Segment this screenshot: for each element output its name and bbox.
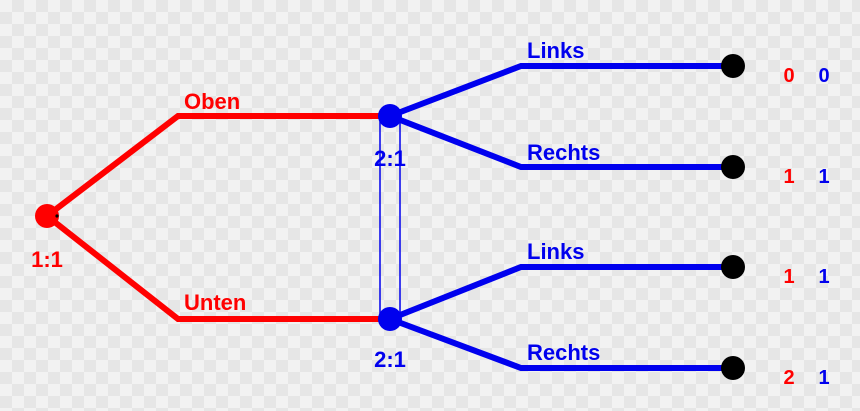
payoff-2-player1: 1 <box>783 166 794 188</box>
payoff-1-player2: 0 <box>818 65 829 87</box>
terminal-node-1 <box>721 54 745 78</box>
root-node <box>35 204 59 228</box>
terminal-node-4 <box>721 356 745 380</box>
edge-upper-links <box>388 63 733 119</box>
move-label-upper-rechts: Rechts <box>527 140 600 165</box>
root-node-center <box>55 214 59 218</box>
move-label-lower-links: Links <box>527 239 584 264</box>
edge-upper-rechts <box>388 113 733 170</box>
root-node-label: 1:1 <box>31 247 63 272</box>
edge-lower-rechts <box>388 316 733 371</box>
move-label-unten: Unten <box>184 290 246 315</box>
payoff-3-player1: 1 <box>783 266 794 288</box>
payoff-4-player2: 1 <box>818 367 829 389</box>
move-label-lower-rechts: Rechts <box>527 340 600 365</box>
payoff-3-player2: 1 <box>818 266 829 288</box>
terminal-node-2 <box>721 155 745 179</box>
payoff-1-player1: 0 <box>783 65 794 87</box>
terminal-node-3 <box>721 255 745 279</box>
payoff-2-player2: 1 <box>818 166 829 188</box>
edge-lower-links <box>388 264 733 322</box>
info-set-label-upper: 2:1 <box>374 146 406 171</box>
move-label-upper-links: Links <box>527 38 584 63</box>
info-set-label-lower: 2:1 <box>374 347 406 372</box>
payoff-4-player1: 2 <box>783 367 794 389</box>
decision-node-upper <box>378 104 402 128</box>
decision-node-lower <box>378 307 402 331</box>
edge-oben <box>45 113 390 219</box>
edge-unten <box>45 213 390 322</box>
move-label-oben: Oben <box>184 89 240 114</box>
